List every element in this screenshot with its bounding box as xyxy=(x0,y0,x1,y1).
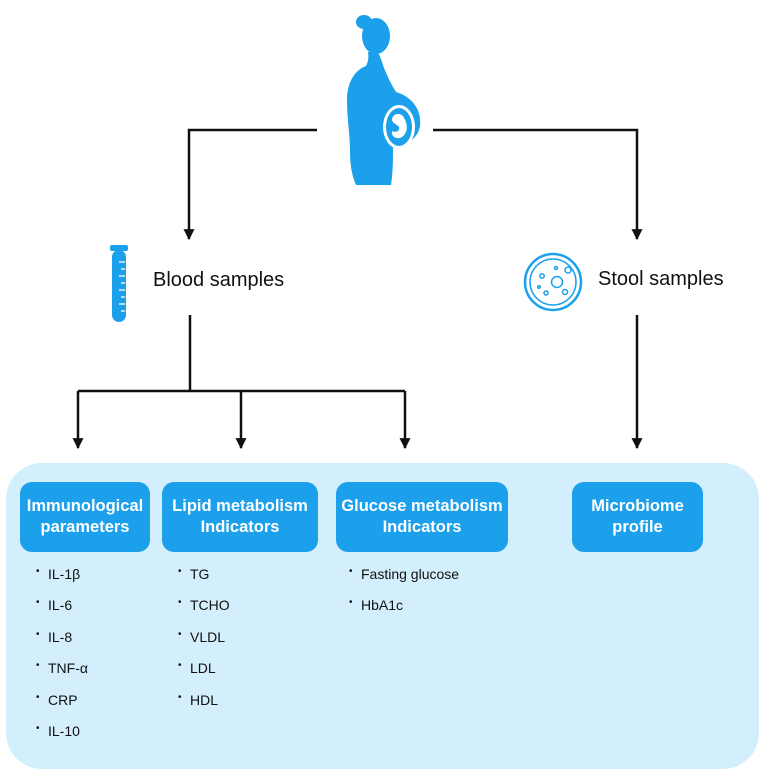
list-item: LDL xyxy=(178,656,230,689)
list-item: IL-1β xyxy=(36,562,88,595)
card-title-line: profile xyxy=(612,518,663,536)
card-title-line: Glucose metabolism xyxy=(341,497,503,515)
immunological-list: IL-1β IL-6 IL-8 TNF-α CRP IL-10 xyxy=(36,562,88,752)
card-title-line: parameters xyxy=(40,518,130,536)
list-item: TG xyxy=(178,562,230,595)
glucose-list: Fasting glucose HbA1c xyxy=(349,562,459,627)
glucose-card: Glucose metabolism Indicators xyxy=(336,482,508,552)
list-item: TCHO xyxy=(178,593,230,626)
stool-samples-label: Stool samples xyxy=(598,268,724,290)
card-title-line: Indicators xyxy=(200,518,280,536)
list-item: IL-8 xyxy=(36,625,88,658)
list-item: IL-10 xyxy=(36,719,88,752)
list-item: HDL xyxy=(178,688,230,721)
arrow-to-stool xyxy=(433,128,643,241)
lipid-card: Lipid metabolism Indicators xyxy=(162,482,318,552)
card-title-line: Indicators xyxy=(382,518,462,536)
card-title-line: Immunological xyxy=(26,497,144,515)
pregnant-woman-icon xyxy=(347,15,421,185)
list-item: VLDL xyxy=(178,625,230,658)
petri-dish-icon xyxy=(523,252,583,312)
list-item: HbA1c xyxy=(349,593,459,626)
list-item: IL-6 xyxy=(36,593,88,626)
list-item: TNF-α xyxy=(36,656,88,689)
test-tube-icon xyxy=(110,245,128,322)
immunological-card: Immunological parameters xyxy=(20,482,150,552)
list-item: CRP xyxy=(36,688,88,721)
card-title-line: Microbiome xyxy=(591,497,684,515)
card-title-line: Lipid metabolism xyxy=(172,497,308,515)
microbiome-card: Microbiome profile xyxy=(572,482,703,552)
arrow-to-blood xyxy=(183,128,317,241)
list-item: Fasting glucose xyxy=(349,562,459,595)
blood-samples-label: Blood samples xyxy=(153,269,285,291)
lipid-list: TG TCHO VLDL LDL HDL xyxy=(178,562,230,721)
